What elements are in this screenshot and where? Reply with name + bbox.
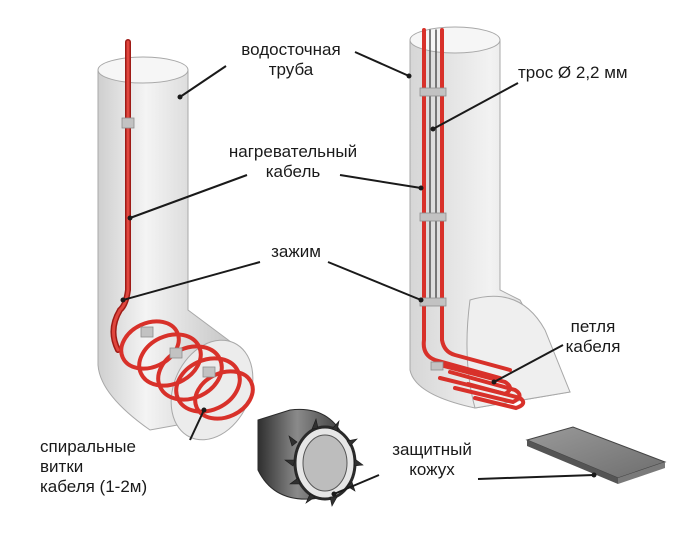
label-heating-cable: нагревательный кабель bbox=[212, 142, 374, 182]
label-cover-line2: кожух bbox=[409, 460, 455, 479]
label-spiral-line2: витки bbox=[40, 457, 84, 476]
right-heating-cable bbox=[421, 28, 526, 411]
label-cable-loop-line1: петля bbox=[570, 317, 616, 336]
left-clamps bbox=[121, 117, 216, 378]
leader-lines bbox=[122, 51, 595, 495]
label-spiral-line3: кабеля (1-2м) bbox=[40, 477, 148, 496]
left-drainpipe bbox=[97, 56, 254, 441]
label-drainpipe: водосточная труба bbox=[222, 40, 360, 80]
label-clamp: зажим bbox=[271, 242, 321, 261]
label-spiral-line1: спиральные bbox=[40, 437, 136, 456]
leader-dots bbox=[120, 73, 597, 497]
label-cover-line1: защитный bbox=[392, 440, 472, 459]
cable-loops bbox=[438, 363, 526, 411]
label-heating-cable-line2: кабель bbox=[265, 162, 321, 181]
label-cable-loop-line2: кабеля bbox=[565, 337, 621, 356]
label-protective-cover: защитный кожух bbox=[384, 440, 480, 480]
protective-cover-ring bbox=[257, 408, 364, 507]
label-drainpipe-line1: водосточная bbox=[241, 40, 341, 59]
label-spiral-coils: спиральные витки кабеля (1-2м) bbox=[40, 437, 147, 497]
label-cable-loop: петля кабеля bbox=[553, 317, 633, 357]
label-cable-rope: трос Ø 2,2 мм bbox=[518, 63, 628, 82]
right-clamps bbox=[419, 87, 447, 371]
label-heating-cable-line1: нагревательный bbox=[228, 142, 358, 161]
label-drainpipe-line2: труба bbox=[268, 60, 314, 79]
